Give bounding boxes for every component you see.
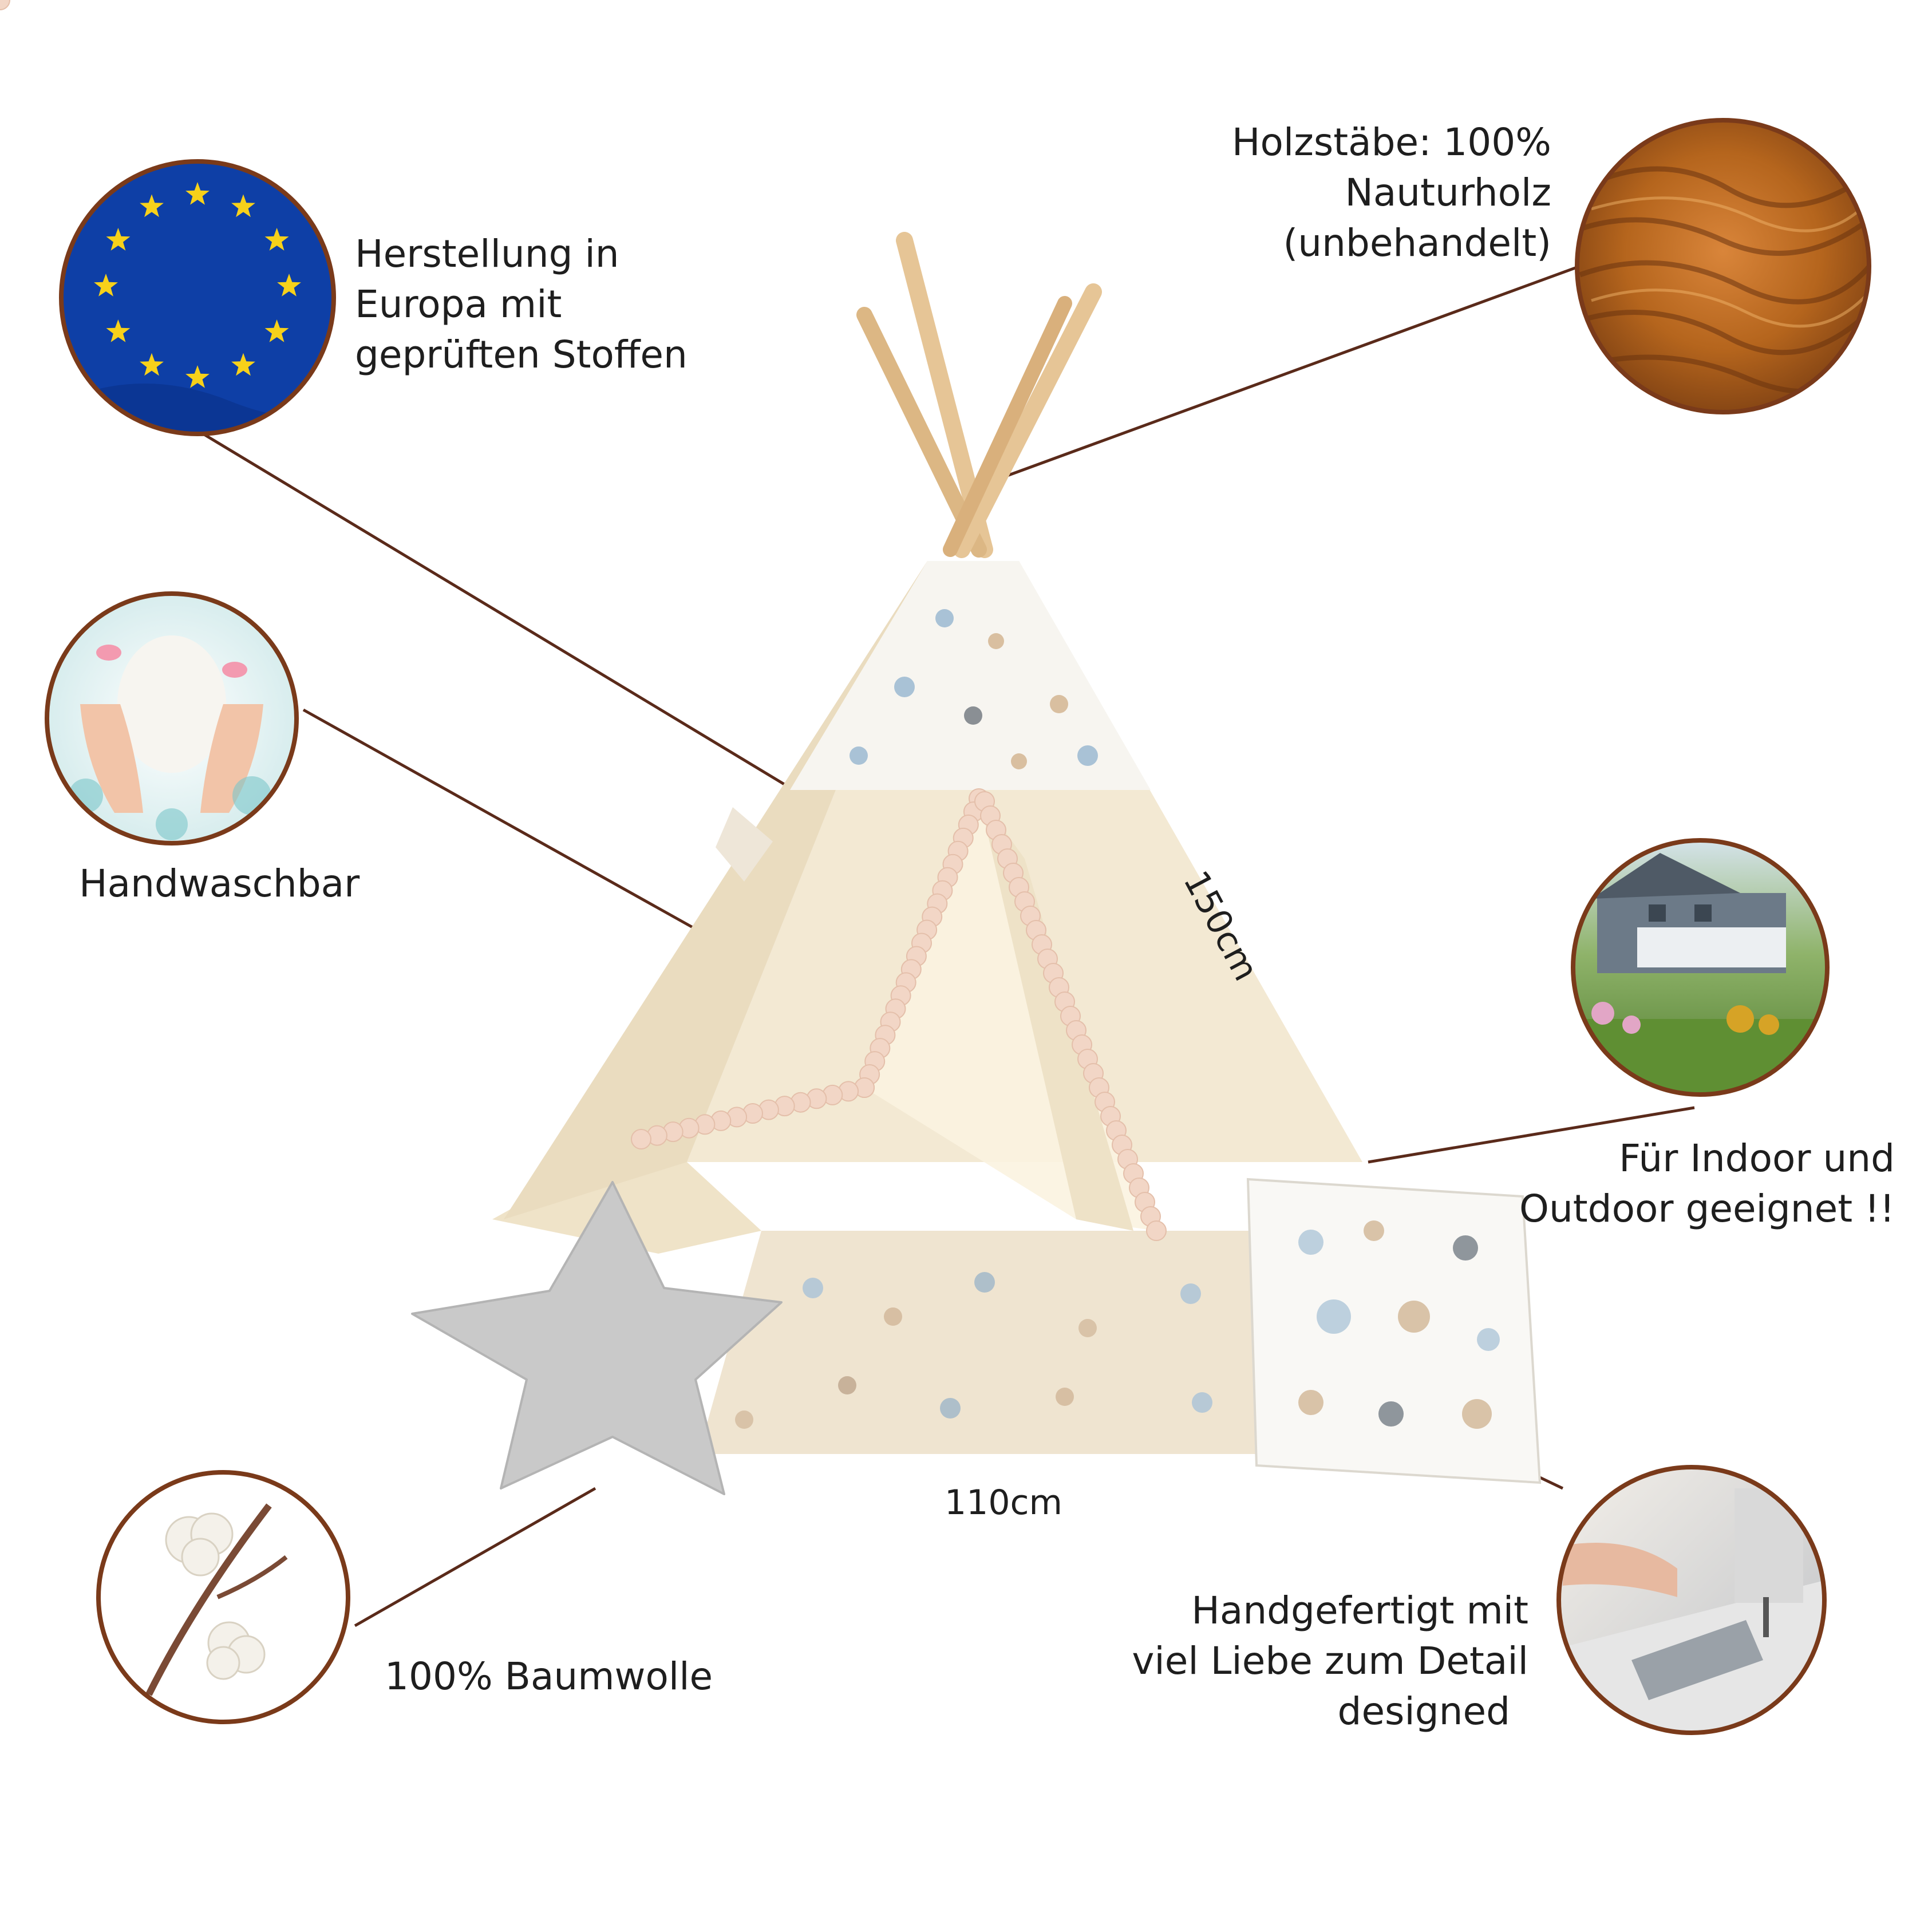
wood-grain-icon [1575,118,1871,414]
eu-star-icon [231,353,255,376]
pompom [1146,1220,1167,1241]
feature-label-wood: Holzstäbe: 100% Nauturholz (unbehandelt) [1231,120,1551,265]
feature-label-wash: Handwaschbar [79,862,360,906]
top-band-pattern [850,609,1098,769]
dimension-width-label: 110cm [945,1483,1062,1523]
eu-star-icon [264,319,289,342]
eu-flag-icon [59,159,336,436]
square-pillow [1246,1178,1542,1484]
eu-star-icon [106,319,131,342]
window-bow [716,807,773,882]
patterned-top-band [790,561,1151,790]
floor-pattern [735,1272,1212,1429]
eu-star-icon [264,228,289,251]
hand-wash-icon [45,591,299,846]
sewing-machine-icon [1556,1465,1827,1735]
leader-line-eu [202,432,785,786]
eu-star-icon [106,228,131,251]
eu-star-icon [277,274,301,297]
house-garden-icon [1571,838,1830,1097]
leader-line-wash [302,708,694,929]
pompom-trim [0,0,1167,1241]
feature-label-cotton: 100% Baumwolle [385,1654,713,1698]
feature-label-outdoor: Für Indoor und Outdoor geeignet !! [1519,1136,1895,1231]
leader-line-wood [961,264,1581,494]
leader-line-cotton [354,1487,596,1627]
eu-star-icon [140,353,164,376]
eu-star-icon [94,274,118,297]
star-pillow [411,1181,783,1495]
feature-label-handmade: Handgefertigt mit viel Liebe zum Detail … [1132,1589,1528,1733]
eu-star-icon [140,194,164,218]
teepee-poles [856,232,1102,575]
teepee-tent [0,0,1362,1454]
pompom [0,0,10,10]
eu-star-icon [185,365,210,388]
feature-label-eu: Herstellung in Europa mit geprüften Stof… [355,232,688,377]
floor-mat [698,1231,1311,1454]
eu-star-icon [185,182,210,205]
eu-star-icon [231,194,255,218]
cotton-branch-icon [96,1470,350,1724]
leader-line-outdoor [1368,1106,1695,1164]
pompom [631,1129,651,1149]
